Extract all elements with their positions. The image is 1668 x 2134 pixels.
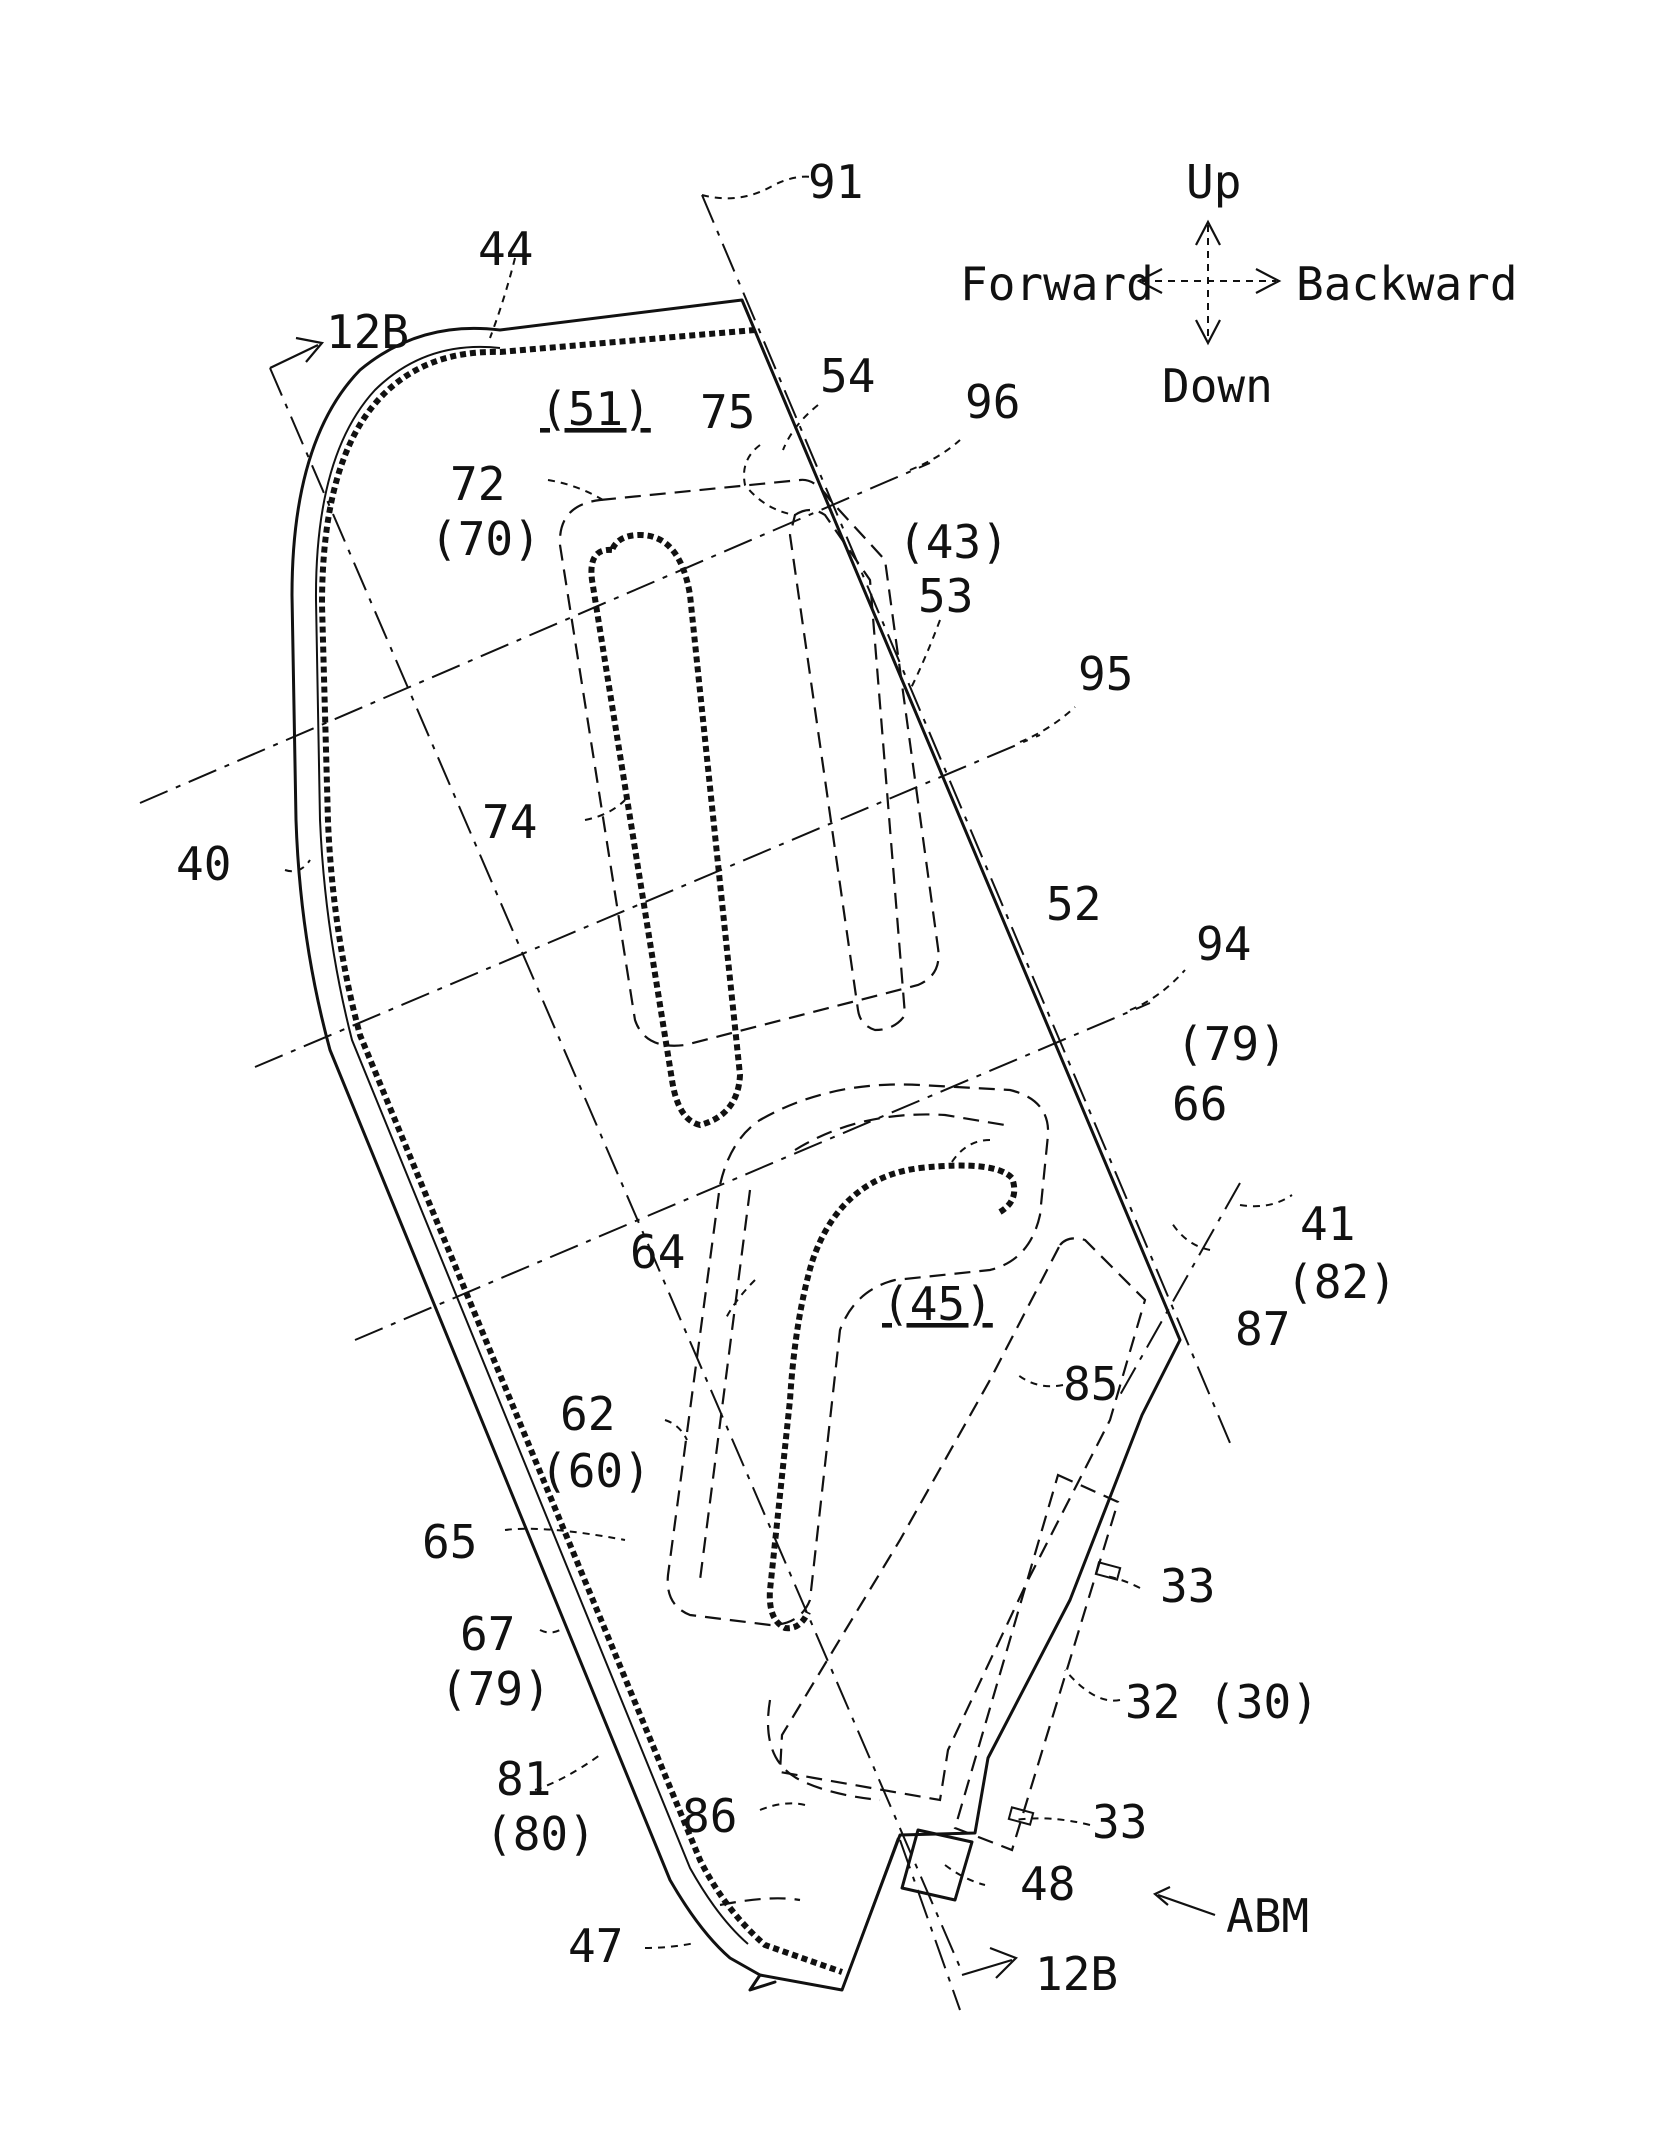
label-80: (80) xyxy=(485,1807,596,1861)
label-41: 41 xyxy=(1300,1197,1355,1251)
label-48: 48 xyxy=(1020,1857,1075,1911)
label-44: 44 xyxy=(478,222,533,276)
lower-right-edge xyxy=(842,1838,898,1990)
label-40: 40 xyxy=(176,837,231,891)
label-47: 47 xyxy=(568,1919,623,1973)
seam-64 xyxy=(770,1166,1014,1629)
direction-indicator: Up Down Forward Backward xyxy=(960,155,1518,413)
label-60: (60) xyxy=(540,1444,651,1498)
label-95: 95 xyxy=(1078,647,1133,701)
label-65: 65 xyxy=(422,1515,477,1569)
label-82: (82) xyxy=(1286,1255,1397,1309)
peripheral-seam xyxy=(322,330,842,1972)
region-75 xyxy=(790,510,905,1030)
label-81: 81 xyxy=(496,1752,551,1806)
label-72: 72 xyxy=(450,457,505,511)
region-81 xyxy=(768,1700,880,1800)
label-33-upper: 33 xyxy=(1160,1559,1215,1613)
label-79-bottom: (79) xyxy=(440,1662,551,1716)
direction-up-label: Up xyxy=(1186,155,1241,209)
label-43: (43) xyxy=(898,515,1009,569)
label-87: 87 xyxy=(1235,1302,1290,1356)
direction-forward-label: Forward xyxy=(960,257,1154,311)
line-95 xyxy=(255,735,1040,1067)
label-96: 96 xyxy=(965,375,1020,429)
label-91: 91 xyxy=(808,155,863,209)
label-67: 67 xyxy=(460,1607,515,1661)
part-48 xyxy=(902,1830,972,1900)
label-51: (51) xyxy=(540,382,651,436)
direction-down-label: Down xyxy=(1162,359,1273,413)
label-66: 66 xyxy=(1172,1077,1227,1131)
label-45: (45) xyxy=(882,1277,993,1331)
label-54: 54 xyxy=(820,349,875,403)
label-64: 64 xyxy=(630,1225,685,1279)
line-94 xyxy=(355,1003,1150,1340)
label-62: 62 xyxy=(560,1387,615,1441)
label-75: 75 xyxy=(700,385,755,439)
line-41 xyxy=(1120,1183,1240,1395)
label-70: (70) xyxy=(430,512,541,566)
direction-backward-label: Backward xyxy=(1296,257,1518,311)
label-abm: ABM xyxy=(1226,1889,1309,1943)
label-32: 32 (30) xyxy=(1125,1675,1319,1729)
label-12b-bottom: 12B xyxy=(1035,1947,1118,2001)
label-12b-top: 12B xyxy=(326,305,409,359)
label-52: 52 xyxy=(1046,877,1101,931)
studs-33 xyxy=(1009,1562,1120,1824)
region-72 xyxy=(560,480,939,1046)
reference-numerals: 91 44 12B (51) 75 54 96 72 (70) (43) 53 … xyxy=(176,155,1397,2001)
region-47 xyxy=(720,1898,800,1905)
region-62-inner-left xyxy=(700,1190,750,1580)
section-arrows xyxy=(270,338,1016,1978)
leader-lines xyxy=(285,258,1215,1948)
region-62-inner xyxy=(795,1114,1005,1150)
label-79-top: (79) xyxy=(1176,1017,1287,1071)
line-12b xyxy=(270,368,962,1972)
label-33-lower: 33 xyxy=(1092,1795,1147,1849)
label-85: 85 xyxy=(1063,1357,1118,1411)
label-74: 74 xyxy=(482,795,537,849)
label-53: 53 xyxy=(918,569,973,623)
label-86: 86 xyxy=(682,1789,737,1843)
label-94: 94 xyxy=(1196,917,1251,971)
